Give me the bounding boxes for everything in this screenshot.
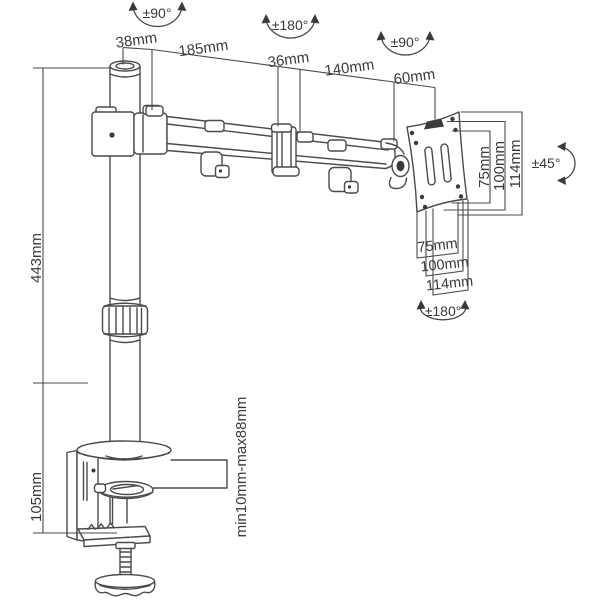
label-185mm: 185mm — [177, 37, 229, 60]
rotation-arcs — [132, 3, 576, 321]
pole-swivel-arc — [132, 3, 183, 28]
label-vesa-v-75mm: 75mm — [476, 146, 493, 188]
label-tilt: ±45° — [532, 155, 561, 171]
label-panel-rotation: ±180° — [425, 303, 462, 319]
label-joint-swivel: ±180° — [272, 17, 309, 33]
arc-arrowheads — [128, 1, 566, 310]
head-swivel-arc — [380, 33, 431, 56]
joint-swivel-arc — [265, 16, 316, 39]
label-vesa-h-75mm: 75mm — [417, 236, 459, 256]
label-vesa-h-114mm: 114mm — [425, 274, 474, 295]
label-60mm: 60mm — [393, 66, 437, 88]
label-38mm: 38mm — [115, 29, 159, 51]
label-vesa-v-114mm: 114mm — [507, 140, 524, 189]
label-140mm: 140mm — [323, 56, 375, 79]
label-pole-swivel: ±90° — [143, 5, 172, 21]
vesa-slot — [424, 146, 436, 186]
label-clamp-range: min10mm-max88mm — [233, 397, 250, 538]
label-vesa-v-100mm: 100mm — [491, 141, 508, 191]
tilt-arc — [558, 146, 576, 181]
vesa-head — [385, 111, 468, 213]
desk-clamp — [66, 440, 172, 597]
vesa-slot — [440, 143, 452, 183]
label-443mm: 443mm — [28, 233, 45, 283]
height-adjust-collar — [101, 305, 149, 335]
bracket-screw — [109, 132, 115, 138]
label-head-swivel: ±90° — [391, 34, 420, 50]
panel-rotation-arc — [419, 302, 467, 321]
cable-clip-top — [296, 131, 314, 143]
cable-clip-top — [327, 139, 347, 152]
desk-surface — [152, 459, 228, 489]
mounting-arm — [145, 105, 398, 194]
label-36mm: 36mm — [267, 49, 311, 71]
labels: 38mm 185mm 36mm 140mm 60mm 443mm 105mm m… — [28, 5, 560, 537]
cable-clip-top — [204, 119, 225, 133]
dimension-lines — [33, 46, 523, 534]
label-105mm: 105mm — [28, 472, 45, 522]
vesa-plate — [406, 111, 468, 213]
cable-clip-top — [145, 105, 164, 117]
label-vesa-h-100mm: 100mm — [420, 255, 470, 276]
